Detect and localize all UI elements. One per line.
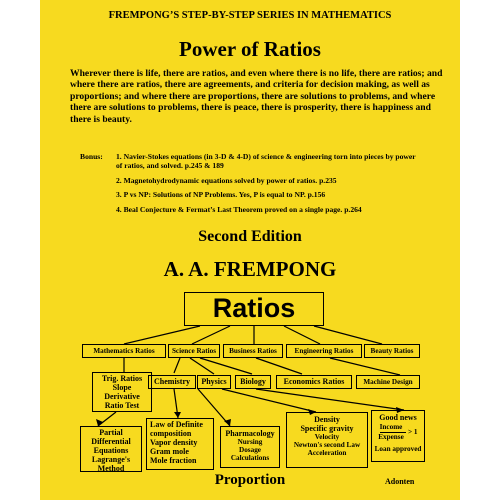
mathematics-ratios-box: Mathematics Ratios [82,344,166,358]
income-label: Income [379,423,403,431]
good-news-box: Good news Income Expense > 1 Loan approv… [371,410,425,462]
machine-design-box: Machine Design [356,375,420,389]
business-ratios-box: Business Ratios [223,344,283,358]
density-line-5: Acceleration [307,449,347,457]
law-line-4: Gram mole [150,447,189,456]
pharmacology-line-3: Dosage [239,446,261,454]
density-line-2: Specific gravity [300,424,354,433]
loan-approved: Loan approved [374,445,422,453]
bonus-item-4: 4. Beal Conjecture & Fermat’s Last Theor… [116,205,362,214]
bonus-item-3: 3. P vs NP: Solutions of NP Problems. Ye… [116,190,326,199]
trig-line-3: Derivative [104,392,140,401]
beauty-ratios-box: Beauty Ratios [364,344,420,358]
pharmacology-line-2: Nursing [237,438,263,446]
pharmacology-title: Pharmacology [225,429,275,438]
expense-label: Expense [378,433,404,441]
diagram-connectors [96,325,405,427]
partial-line-4: Lagrange's [91,455,131,464]
trig-line-2: Slope [112,383,132,392]
pharmacology-box: Pharmacology Nursing Dosage Calculations [220,426,280,468]
partial-differential-box: Partial Differential Equations Lagrange'… [80,426,142,473]
law-line-3: Vapor density [150,438,198,447]
chemistry-box: Chemistry [148,375,196,389]
bonus-label: Bonus: [80,152,103,161]
physics-box: Physics [197,375,231,389]
density-box: Density Specific gravity Velocity Newton… [286,412,368,468]
trig-ratios-box: Trig. Ratios Slope Derivative Ratio Test [92,372,152,412]
density-title: Density [314,415,340,424]
law-definite-box: Law of Definite composition Vapor densit… [146,418,214,470]
publisher-name: Adonten [385,477,415,486]
biology-box: Biology [235,375,271,389]
engineering-ratios-box: Engineering Ratios [286,344,362,358]
book-title: Power of Ratios [179,37,321,61]
law-line-5: Mole fraction [150,456,197,465]
series-title: FREMPONG’S STEP-BY-STEP SERIES IN MATHEM… [108,10,392,21]
partial-line-1: Partial [99,428,123,437]
author-name: A. A. FREMPONG [163,257,337,281]
economics-ratios-box: Economics Ratios [276,375,352,389]
law-line-2: composition [150,429,192,438]
ratios-root-box: Ratios [184,292,324,326]
income-expense-fraction: Income Expense > 1 [372,423,424,445]
partial-line-3: Equations [93,446,129,455]
pharmacology-line-4: Calculations [230,454,270,462]
partial-line-5: Method [97,464,125,473]
trig-line-1: Trig. Ratios [101,374,143,383]
book-cover: FREMPONG’S STEP-BY-STEP SERIES IN MATHEM… [40,0,460,500]
partial-line-2: Differential [91,437,131,446]
greater-than-one: > 1 [408,428,418,436]
blurb-paragraph: Wherever there is life, there are ratios… [70,68,443,125]
density-line-3: Velocity [314,433,340,441]
law-line-1: Law of Definite [150,420,203,429]
science-ratios-box: Science Ratios [168,344,220,358]
good-news-title: Good news [379,413,417,422]
footer-proportion: Proportion [214,472,286,488]
fraction-bar [380,432,406,433]
bonus-item-1: 1. Navier-Stokes equations (in 3-D & 4-D… [116,152,416,170]
edition-label: Second Edition [198,228,302,245]
density-line-4: Newton's second Law [293,441,361,449]
trig-line-4: Ratio Test [104,401,140,410]
bonus-item-2: 2. Magnetohydrodynamic equations solved … [116,176,337,185]
